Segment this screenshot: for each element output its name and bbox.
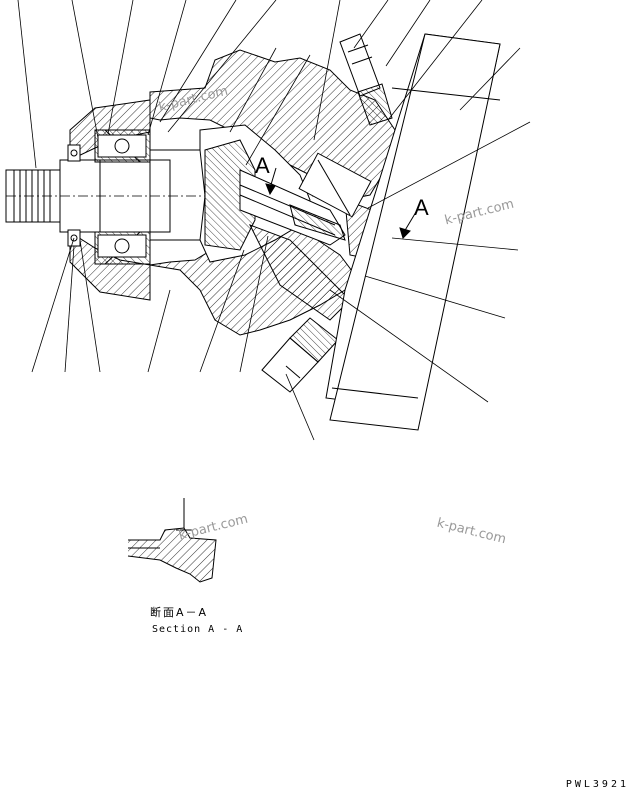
top-plug	[339, 33, 393, 126]
front-bearing	[97, 134, 147, 258]
drive-shaft	[5, 159, 340, 233]
section-title-english: Section A - A	[152, 624, 244, 635]
bottom-plug	[261, 317, 339, 393]
section-marker-a-left: A	[255, 153, 270, 178]
section-arrows	[265, 167, 417, 239]
section-marker-a-right: A	[414, 195, 429, 220]
end-cover	[325, 33, 501, 431]
leader-lines	[17, 0, 531, 441]
cylinder-block	[239, 169, 351, 321]
section-aa-detail	[127, 498, 217, 583]
drawing-code: PWL3921	[565, 779, 629, 790]
section-title-japanese: 断面A－A	[150, 606, 209, 619]
